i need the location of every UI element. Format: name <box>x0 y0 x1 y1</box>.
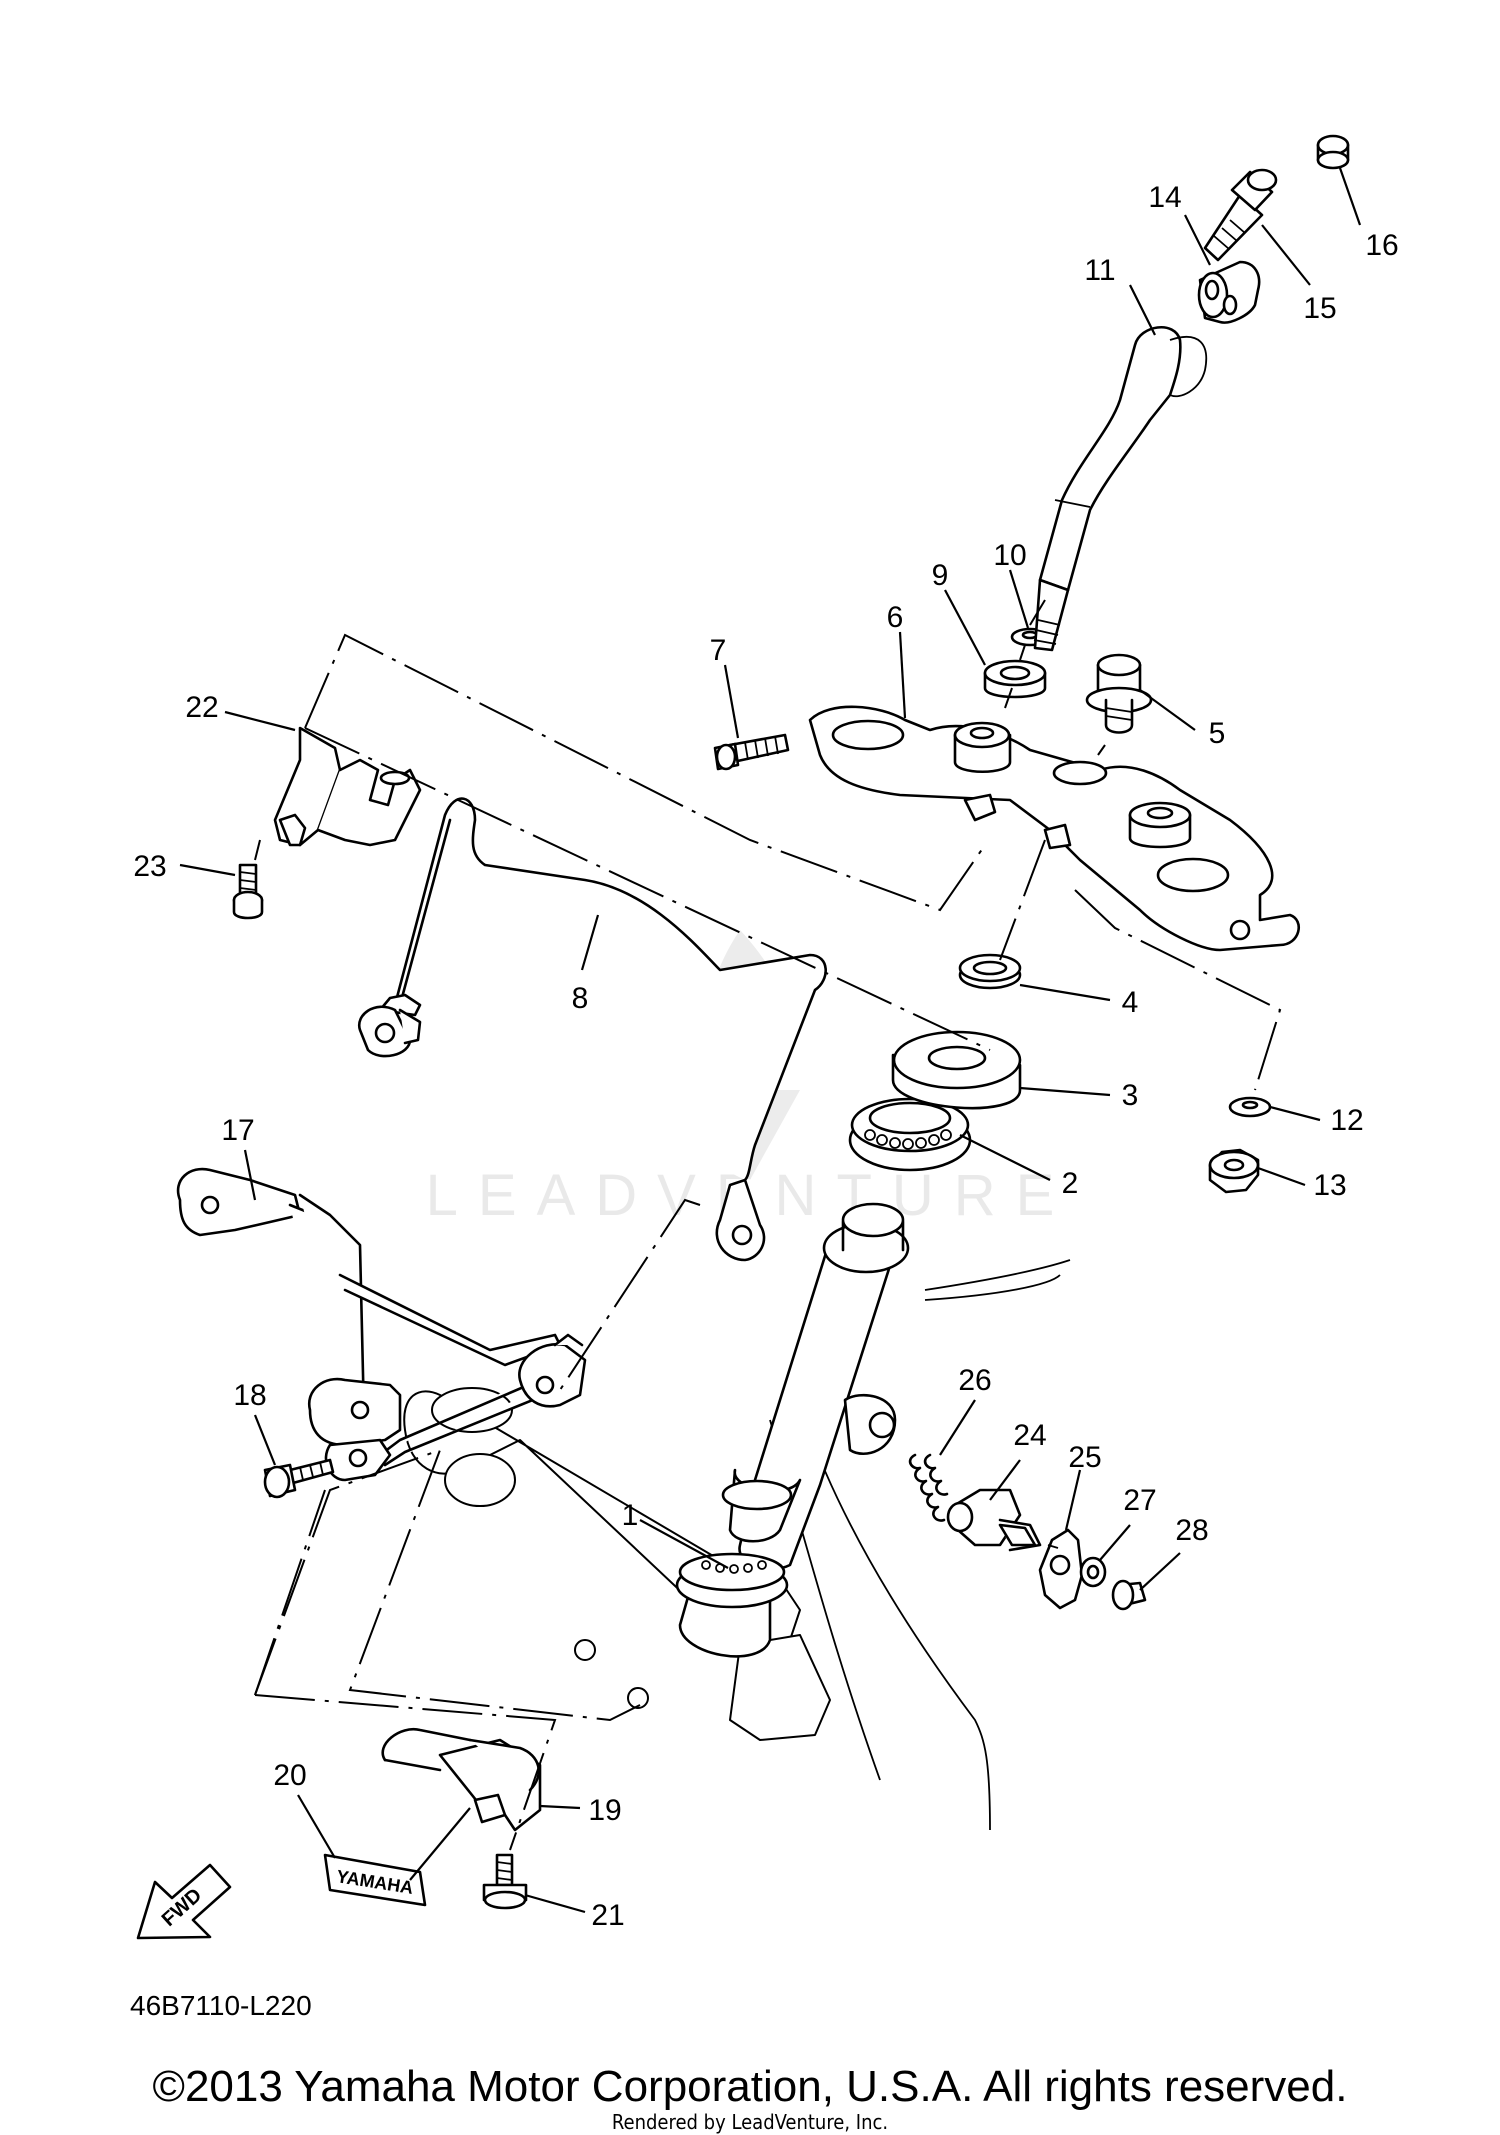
callout-23: 23 <box>133 850 166 883</box>
emblem-bolt <box>482 1853 528 1910</box>
washer-12 <box>1228 1096 1272 1118</box>
lower-stay <box>176 1167 587 1482</box>
callout-18: 18 <box>233 1379 266 1412</box>
upper-bracket <box>808 705 1300 952</box>
callout-11: 11 <box>1084 254 1115 287</box>
diagram-code: 46B7110-L220 <box>130 1990 312 2021</box>
bracket-bolt <box>713 733 790 771</box>
callout-8: 8 <box>572 982 589 1015</box>
rivet <box>1111 1579 1147 1611</box>
callout-7: 7 <box>710 634 727 667</box>
callout-5: 5 <box>1209 717 1226 750</box>
callout-20: 20 <box>273 1759 306 1792</box>
upper-bearing-seal <box>891 1030 1022 1110</box>
callout-15: 15 <box>1303 292 1336 325</box>
spring <box>908 1453 949 1522</box>
rendered-by-notice: Rendered by LeadVenture, Inc. <box>611 2110 889 2134</box>
callout-21: 21 <box>591 1899 624 1932</box>
fwd-arrow: FWD <box>136 1863 232 1940</box>
stem-bolt <box>1085 653 1153 734</box>
cap-nut <box>1316 134 1350 170</box>
callout-25: 25 <box>1068 1441 1101 1474</box>
callout-16: 16 <box>1365 229 1398 262</box>
holder-bolt <box>1203 168 1278 262</box>
nut-13 <box>1208 1148 1260 1194</box>
callout-2: 2 <box>1062 1167 1079 1200</box>
callout-17: 17 <box>221 1114 254 1147</box>
callout-19: 19 <box>588 1794 621 1827</box>
callout-24: 24 <box>1013 1419 1046 1452</box>
lock-lever <box>1038 1528 1084 1610</box>
ring-nut <box>958 953 1022 990</box>
stay-bolt <box>263 1458 335 1499</box>
callout-13: 13 <box>1313 1169 1346 1202</box>
callout-14: 14 <box>1148 181 1181 214</box>
emblem-bracket <box>381 1727 542 1832</box>
callout-3: 3 <box>1122 1079 1139 1112</box>
leader-lines <box>179 167 1362 1914</box>
upper-holder <box>1197 260 1261 324</box>
callout-6: 6 <box>887 601 904 634</box>
assembly-lines <box>254 599 1282 1851</box>
washer-27 <box>1079 1556 1107 1588</box>
collar <box>983 659 1047 699</box>
callout-28: 28 <box>1175 1514 1208 1547</box>
plunger <box>946 1488 1042 1552</box>
handlebar-holder <box>1033 325 1208 652</box>
steering-stem <box>574 1202 910 1709</box>
callout-27: 27 <box>1123 1484 1156 1517</box>
callout-22: 22 <box>185 691 218 724</box>
bracket-bolt-23 <box>232 863 264 920</box>
copyright-notice: ©2013 Yamaha Motor Corporation, U.S.A. A… <box>152 2062 1348 2111</box>
bracket-22 <box>273 726 422 847</box>
callout-9: 9 <box>932 559 949 592</box>
bearing-race <box>848 1097 972 1172</box>
emblem: YAMAHA <box>323 1853 427 1907</box>
stay-rod <box>357 797 827 1262</box>
callout-12: 12 <box>1330 1104 1363 1137</box>
callouts: 1 2 3 4 5 6 7 8 9 10 11 12 13 14 15 16 1… <box>133 181 1398 1932</box>
callout-4: 4 <box>1122 986 1139 1019</box>
callout-10: 10 <box>993 539 1026 572</box>
callout-1: 1 <box>622 1499 639 1532</box>
callout-26: 26 <box>958 1364 991 1397</box>
